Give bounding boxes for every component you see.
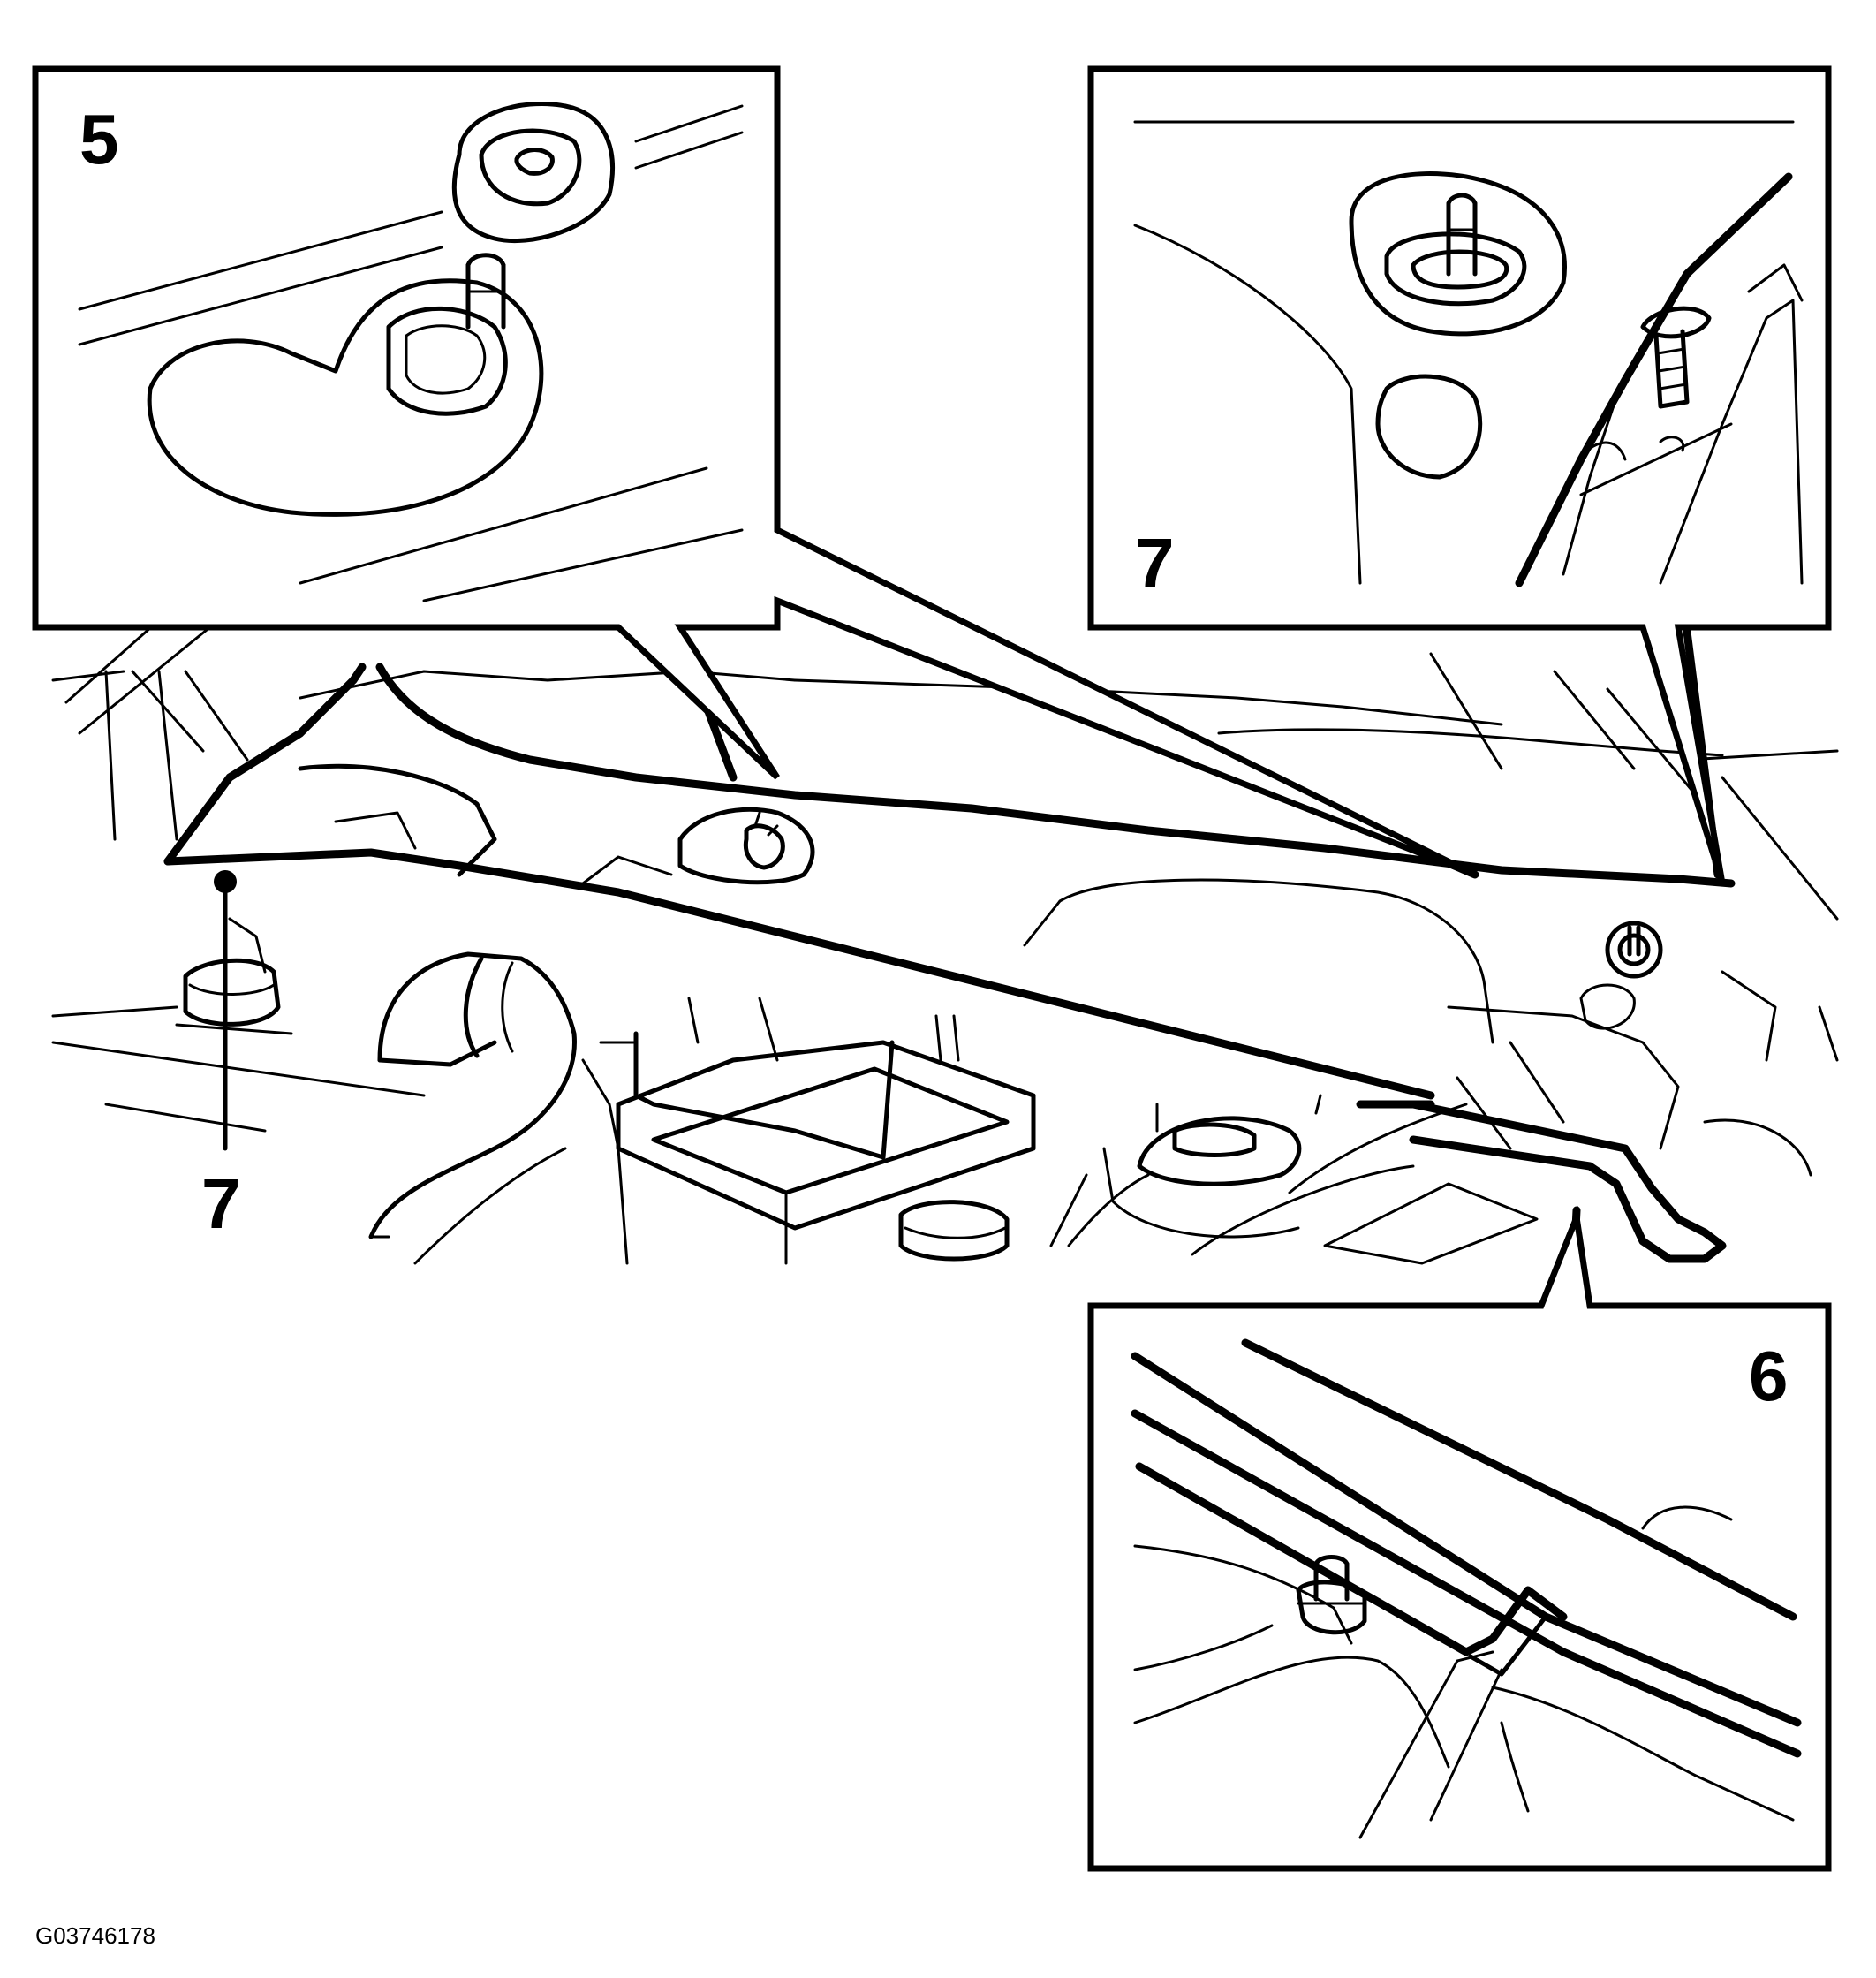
detail-panel-7: 7 bbox=[1087, 65, 1832, 885]
engine-bay-illustration bbox=[51, 564, 1839, 1265]
detail-panel-5: 5 bbox=[32, 65, 1477, 878]
callout-label-6: 6 bbox=[1749, 1337, 1789, 1415]
detail-panel-6: 6 bbox=[1087, 1205, 1832, 1872]
callout-label-7-main: 7 bbox=[201, 1164, 241, 1243]
callout-label-7-detail: 7 bbox=[1135, 524, 1175, 602]
figure-reference-code: G03746178 bbox=[35, 1922, 155, 1949]
callout-label-5: 5 bbox=[79, 100, 119, 178]
